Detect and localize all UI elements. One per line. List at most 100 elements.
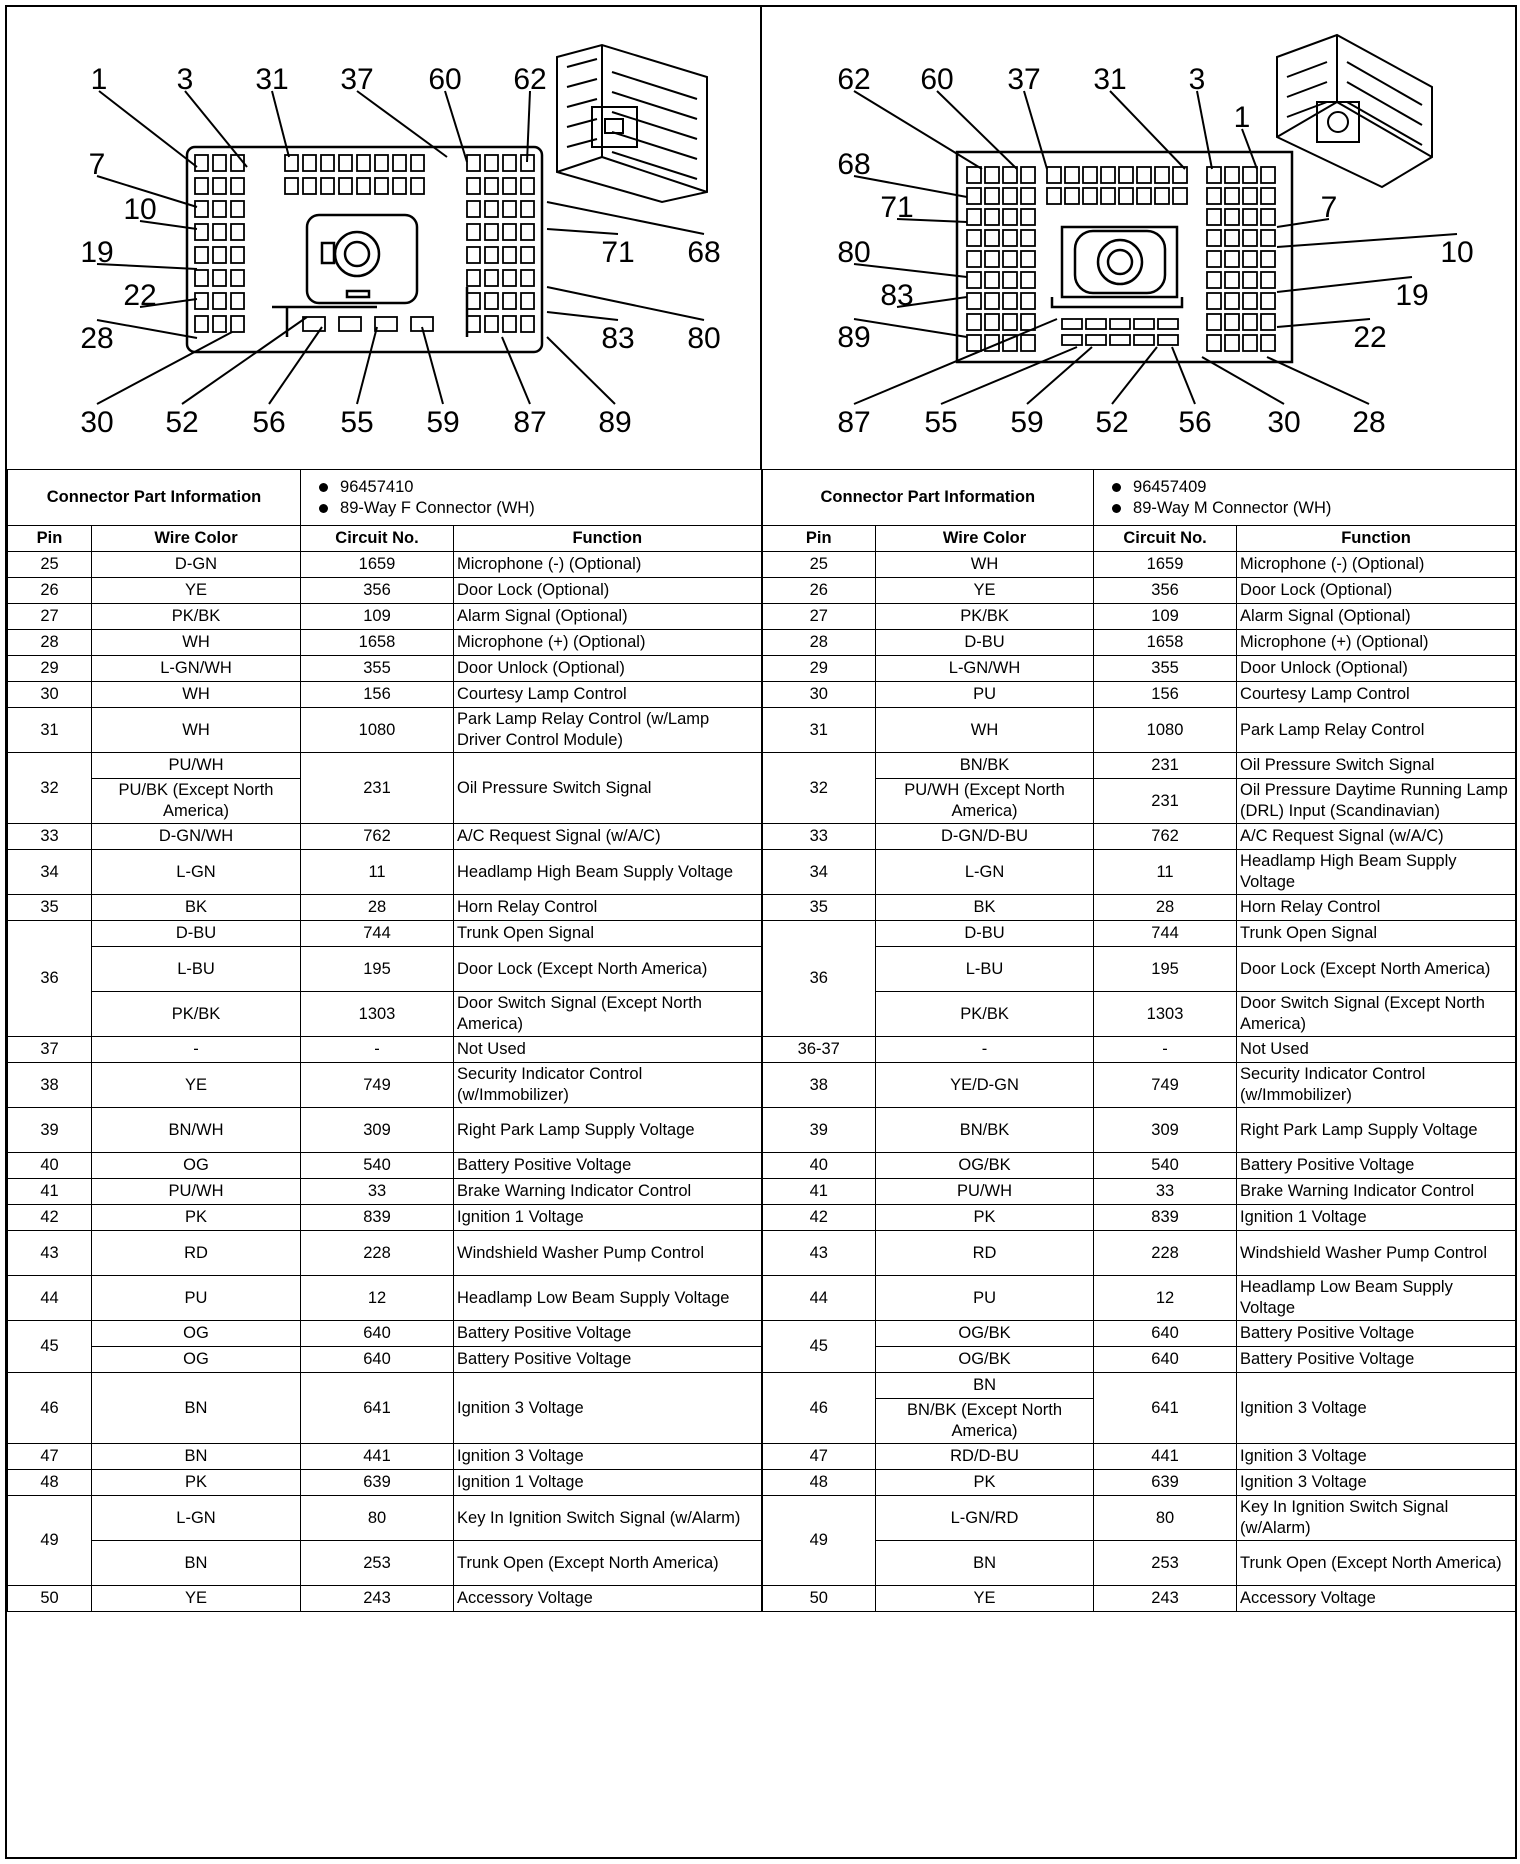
cavity [484, 269, 499, 287]
cavity [1206, 271, 1222, 289]
wire-color-cell: PU [875, 1275, 1095, 1321]
function-cell: Headlamp High Beam Supply Voltage [453, 849, 763, 895]
cavity [1154, 166, 1170, 184]
leader-line [896, 218, 968, 223]
function-cell: Alarm Signal (Optional) [1236, 603, 1517, 630]
wire-color-cell: WH [875, 707, 1095, 753]
pin-cell: 34 [760, 849, 877, 895]
cavity [212, 292, 227, 310]
circuit-cell: 33 [1093, 1178, 1238, 1205]
cavity [502, 269, 517, 287]
leader-line [96, 331, 233, 405]
leader-line [853, 90, 983, 170]
cavity [230, 177, 245, 195]
cavity [1020, 166, 1036, 184]
function-cell: Microphone (+) (Optional) [1236, 629, 1517, 656]
wire-color-cell: L-GN [875, 849, 1095, 895]
wire-color-cell: YE [90, 1585, 302, 1612]
cavity [338, 177, 353, 195]
circuit-cell: - [1093, 1036, 1238, 1063]
function-cell: Ignition 3 Voltage [1236, 1443, 1517, 1470]
circuit-cell: 195 [1093, 946, 1238, 992]
function-cell: Battery Positive Voltage [453, 1320, 763, 1347]
connector-description: 89-Way M Connector (WH) [1112, 498, 1512, 519]
pin-cell: 25 [7, 551, 92, 578]
circuit-cell: 749 [1093, 1062, 1238, 1108]
leader-line [1276, 233, 1458, 248]
leader-line [546, 201, 705, 235]
wire-color-cell: - [875, 1036, 1095, 1063]
function-cell: Door Unlock (Optional) [1236, 655, 1517, 682]
leader-line [936, 90, 1018, 170]
circuit-cell: 839 [300, 1204, 455, 1231]
pin-callout-83: 83 [601, 322, 634, 355]
pin-cell: 36-37 [760, 1036, 877, 1063]
callout-leader-lines [96, 90, 1458, 405]
cavity [1118, 187, 1134, 205]
function-cell: Courtesy Lamp Control [453, 681, 763, 708]
pin-callout-28: 28 [80, 322, 113, 355]
function-cell: Trunk Open (Except North America) [453, 1540, 763, 1586]
cavity [1002, 292, 1018, 310]
bullet-icon [319, 482, 329, 492]
cavity [1046, 187, 1062, 205]
wire-color-cell: WH [90, 629, 302, 656]
cavity [410, 316, 434, 332]
cavity [1206, 166, 1222, 184]
function-cell: Ignition 1 Voltage [453, 1469, 763, 1496]
wire-color-cell: PK [875, 1469, 1095, 1496]
wire-color-cell: OG/BK [875, 1320, 1095, 1347]
function-cell: Brake Warning Indicator Control [453, 1178, 763, 1205]
cavity [984, 250, 1000, 268]
circuit-cell: 228 [1093, 1230, 1238, 1276]
wire-color-cell: BN/BK [875, 1107, 1095, 1153]
pin-cell: 33 [7, 823, 92, 850]
function-cell: Key In Ignition Switch Signal (w/Alarm) [453, 1495, 763, 1541]
leader-line [98, 90, 198, 168]
cavity [466, 246, 481, 264]
cavity [1224, 292, 1240, 310]
info-text: 96457409 [1133, 477, 1207, 496]
cavity [484, 315, 499, 333]
wire-color-cell: L-GN/RD [875, 1495, 1095, 1541]
info-text: 89-Way F Connector (WH) [340, 498, 535, 517]
cavity [1064, 187, 1080, 205]
cavity [410, 154, 425, 172]
function-cell: Microphone (-) (Optional) [453, 551, 763, 578]
pin-callout-68: 68 [837, 148, 870, 181]
cavity [502, 223, 517, 241]
function-cell: Door Lock (Optional) [453, 577, 763, 604]
pin-callout-1: 1 [91, 63, 108, 96]
cavity [484, 246, 499, 264]
pin-cell: 39 [760, 1107, 877, 1153]
wire-color-cell: PU [90, 1275, 302, 1321]
cavity [1260, 187, 1276, 205]
pin-cell: 28 [760, 629, 877, 656]
wire-color-cell: OG [90, 1152, 302, 1179]
leader-line [268, 326, 323, 405]
function-cell: Door Unlock (Optional) [453, 655, 763, 682]
cavity [1082, 187, 1098, 205]
wire-color-cell: OG/BK [875, 1152, 1095, 1179]
function-cell: Microphone (+) (Optional) [453, 629, 763, 656]
wire-color-cell: BN [90, 1540, 302, 1586]
cavity [1224, 250, 1240, 268]
cavity [194, 246, 209, 264]
pin-cell: 46 [760, 1372, 877, 1444]
wire-color-cell: PU/WH [90, 752, 302, 779]
circuit-cell: 28 [300, 894, 455, 921]
cavity [1020, 208, 1036, 226]
cavity [1002, 250, 1018, 268]
circuit-cell: 109 [300, 603, 455, 630]
cavity [466, 292, 481, 310]
pin-callout-89: 89 [598, 406, 631, 439]
cavity [984, 271, 1000, 289]
pin-callout-22: 22 [1353, 321, 1386, 354]
